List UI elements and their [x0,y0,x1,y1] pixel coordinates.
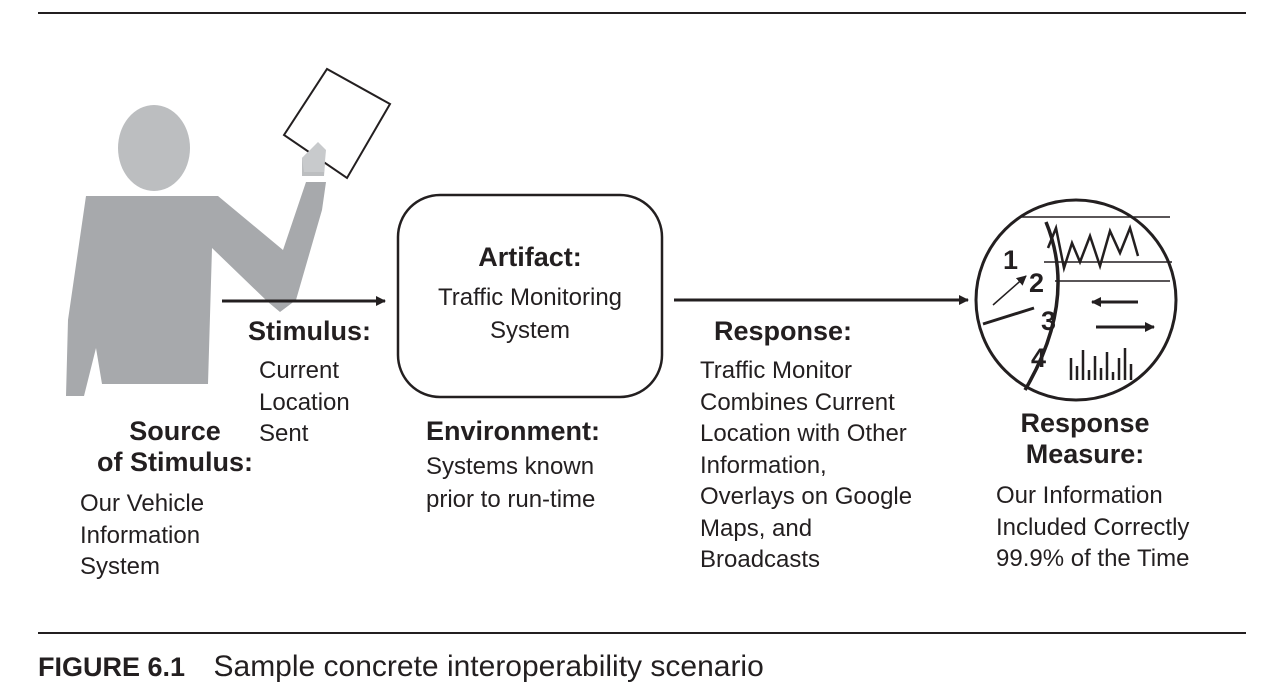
person-figure [66,67,392,396]
top-rule [38,12,1246,14]
source-heading-line1: Source [129,416,221,446]
environment-text: Systems known prior to run-time [426,453,596,513]
bottom-rule [38,632,1246,634]
person-body [66,182,326,396]
source-heading: Source of Stimulus: [95,416,255,478]
environment-heading: Environment: [426,416,601,446]
gauge-needle [982,306,1035,326]
gauge-dial-arc [1023,221,1060,391]
source-heading-line2: of Stimulus: [97,447,253,477]
artifact-text: Traffic Monitoring System [437,284,623,344]
gauge-number-1: 1 [1003,245,1018,275]
gauge-number-2: 2 [1029,268,1044,298]
response-text: Traffic Monitor Combines Current Locatio… [700,357,913,573]
figure-caption-text: Sample concrete interoperability scenari… [213,650,764,683]
paper-sheet [282,67,392,180]
person-thumb [302,142,326,172]
measure-heading: Response Measure: [990,408,1180,470]
figure-label: FIGURE 6.1 [38,652,186,682]
artifact-heading: Artifact: [478,242,582,272]
gauge-bars [1069,348,1133,380]
gauge-number-4: 4 [1031,343,1046,373]
gauge-small-arrow [992,275,1027,306]
person-head [118,105,190,191]
stimulus-text: Current Location Sent [259,357,350,447]
source-text: Our Vehicle Information System [80,490,205,580]
gauge-zigzag [1046,223,1140,273]
stimulus-heading: Stimulus: [248,316,372,346]
gauge-number-3: 3 [1041,306,1056,336]
measure-heading-line2: Measure: [1025,439,1145,469]
measure-gauge: 1 2 3 4 [974,198,1178,402]
measure-heading-line1: Response [1020,408,1150,438]
figure-caption: FIGURE 6.1 Sample concrete interoperabil… [38,650,1238,684]
response-heading: Response: [714,316,853,346]
measure-text: Our Information Included Correctly 99.9%… [996,482,1190,572]
artifact-box [396,193,664,399]
